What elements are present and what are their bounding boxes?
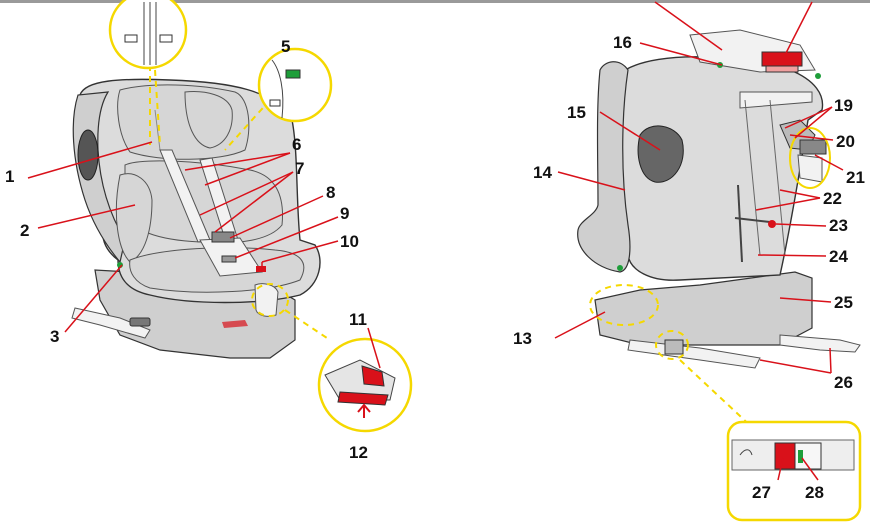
label-24: 24 [829, 247, 848, 266]
label-15: 15 [567, 103, 586, 122]
back-top-red-label [762, 52, 802, 66]
back-base [595, 272, 812, 345]
label-6: 6 [292, 135, 301, 154]
isofix-red-indicator [775, 443, 795, 469]
label-5: 5 [281, 37, 290, 56]
zoom-green-marker [286, 70, 300, 78]
label-19: 19 [834, 96, 853, 115]
label-13: 13 [513, 329, 532, 348]
back-shell-edge [578, 62, 630, 272]
isofix-green-indicator [798, 450, 803, 463]
label-8: 8 [326, 183, 335, 202]
label-2: 2 [20, 221, 29, 240]
label-26: 26 [834, 373, 853, 392]
label-25: 25 [834, 293, 853, 312]
label-9: 9 [340, 204, 349, 223]
label-11: 11 [349, 310, 367, 329]
label-14: 14 [533, 163, 552, 182]
label-10: 10 [340, 232, 359, 251]
front-adjuster-red-marker [256, 266, 266, 272]
label-22: 22 [823, 189, 842, 208]
label-23: 23 [829, 216, 848, 235]
front-view-seat [72, 79, 320, 358]
label-12: 12 [349, 443, 368, 462]
back-isofix-arm-right [780, 335, 860, 352]
label-3: 3 [50, 327, 59, 346]
label-1: 1 [5, 167, 14, 186]
label-20: 20 [836, 132, 855, 151]
front-side-impact-pod [78, 130, 98, 180]
zoom-isofix-indicator-box [728, 422, 860, 520]
label-27: 27 [752, 483, 771, 502]
label-16: 16 [613, 33, 632, 52]
label-28: 28 [805, 483, 824, 502]
label-21: 21 [846, 168, 865, 187]
label-7: 7 [295, 159, 304, 178]
